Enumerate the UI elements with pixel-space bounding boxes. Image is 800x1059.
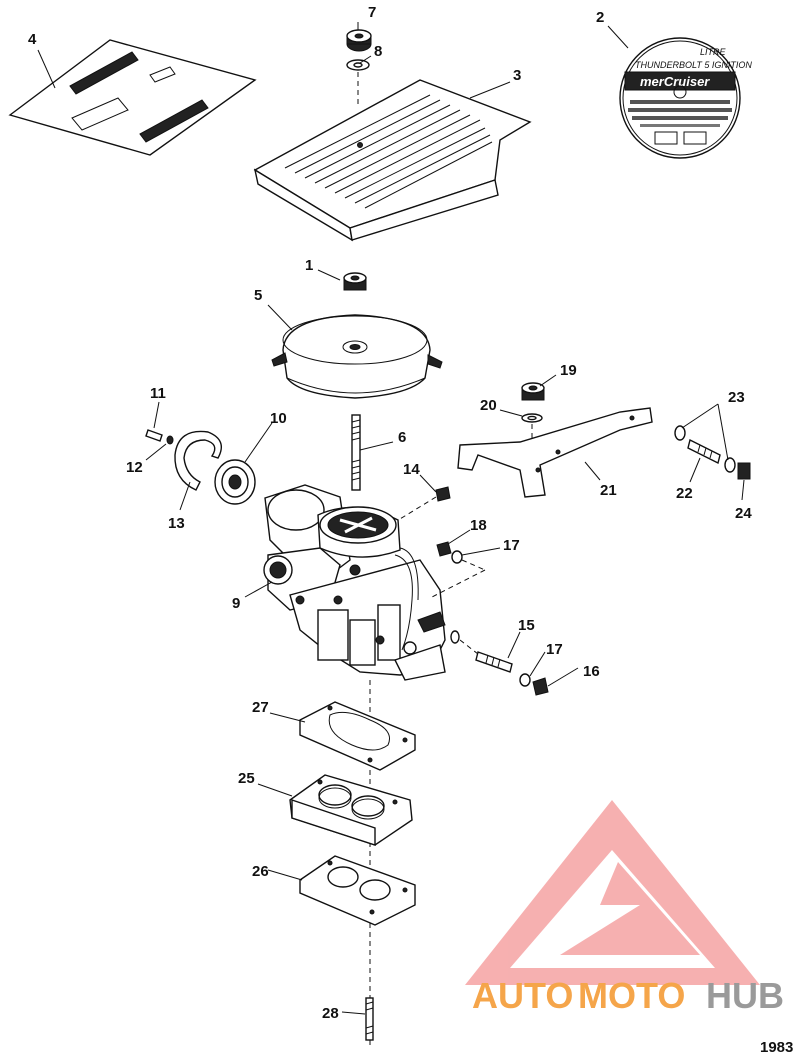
watermark-logo [465,800,760,985]
callout-25: 25 [238,770,255,787]
part-9-carburetor [263,484,446,681]
callout-7: 7 [368,4,376,21]
part-15-stud [450,630,513,673]
part-18-nut [436,541,452,557]
part-23-washer-a [674,425,686,441]
watermark-text: AUTO MOTO HUB [472,975,784,1016]
decal-brand: merCruiser [640,74,710,89]
callout-19: 19 [560,362,577,379]
part-27-gasket [299,701,416,771]
callout-22: 22 [676,485,693,502]
part-10-diaphragm [214,459,256,505]
part-20-washer [521,413,543,423]
callout-23: 23 [728,389,745,406]
callout-12: 12 [126,459,143,476]
part-26-gasket [299,855,416,926]
part-13-clip [174,430,222,491]
part-1-nut [343,272,367,291]
callout-28: 28 [322,1005,339,1022]
callout-11: 11 [150,385,166,402]
callout-16: 16 [583,663,600,680]
part-17-washer-lower [519,673,531,687]
part-6-stud [351,414,361,491]
part-16-nut [532,677,549,696]
decal-line2: THUNDERBOLT 5 IGNITION [635,60,752,70]
part-11-screw [145,429,163,442]
callout-4: 4 [28,31,37,48]
callout-15: 15 [518,617,535,634]
part-25-spacer [289,774,413,846]
part-14-plug [435,486,451,502]
callout-2: 2 [596,9,604,26]
part-5-flame-arrestor [271,314,443,399]
callout-27: 27 [252,699,269,716]
part-23-washer-b [724,457,736,473]
callout-5: 5 [254,287,262,304]
part-4-decal-sheet [8,39,257,156]
part-19-nut [521,382,545,401]
callout-14: 14 [403,461,420,478]
part-3-cover [253,79,532,242]
callout-24: 24 [735,505,752,522]
part-8-washer [346,59,370,71]
watermark-auto: AUTO [472,975,573,1016]
callout-13: 13 [168,515,185,532]
callout-17-upper: 17 [503,537,520,554]
part-22-stud [687,438,721,465]
callout-21: 21 [600,482,617,499]
part-28-stud [365,997,374,1041]
callout-9: 9 [232,595,240,612]
figure-number: 1983 [760,1039,793,1056]
callout-10: 10 [270,410,287,427]
part-12-washer [166,435,174,445]
leader-lines [37,22,745,1015]
part-24-nut [737,462,751,480]
callout-1: 1 [305,257,313,274]
callout-3: 3 [513,67,521,84]
callout-17-lower: 17 [546,641,563,658]
part-17-washer-upper [451,550,463,564]
watermark-moto: MOTO [578,975,685,1016]
part-2-round-decal: LITRE THUNDERBOLT 5 IGNITION merCruiser [619,37,752,159]
watermark-hub: HUB [706,975,784,1016]
callout-26: 26 [252,863,269,880]
callout-6: 6 [398,429,406,446]
callout-8: 8 [374,43,382,60]
part-21-bracket [457,407,653,498]
callout-18: 18 [470,517,487,534]
part-7-nut [346,29,372,52]
callout-20: 20 [480,397,497,414]
callouts: 7 8 3 4 2 1 5 6 19 20 21 23 22 24 11 12 … [28,4,752,1022]
decal-line1: LITRE [700,47,727,57]
